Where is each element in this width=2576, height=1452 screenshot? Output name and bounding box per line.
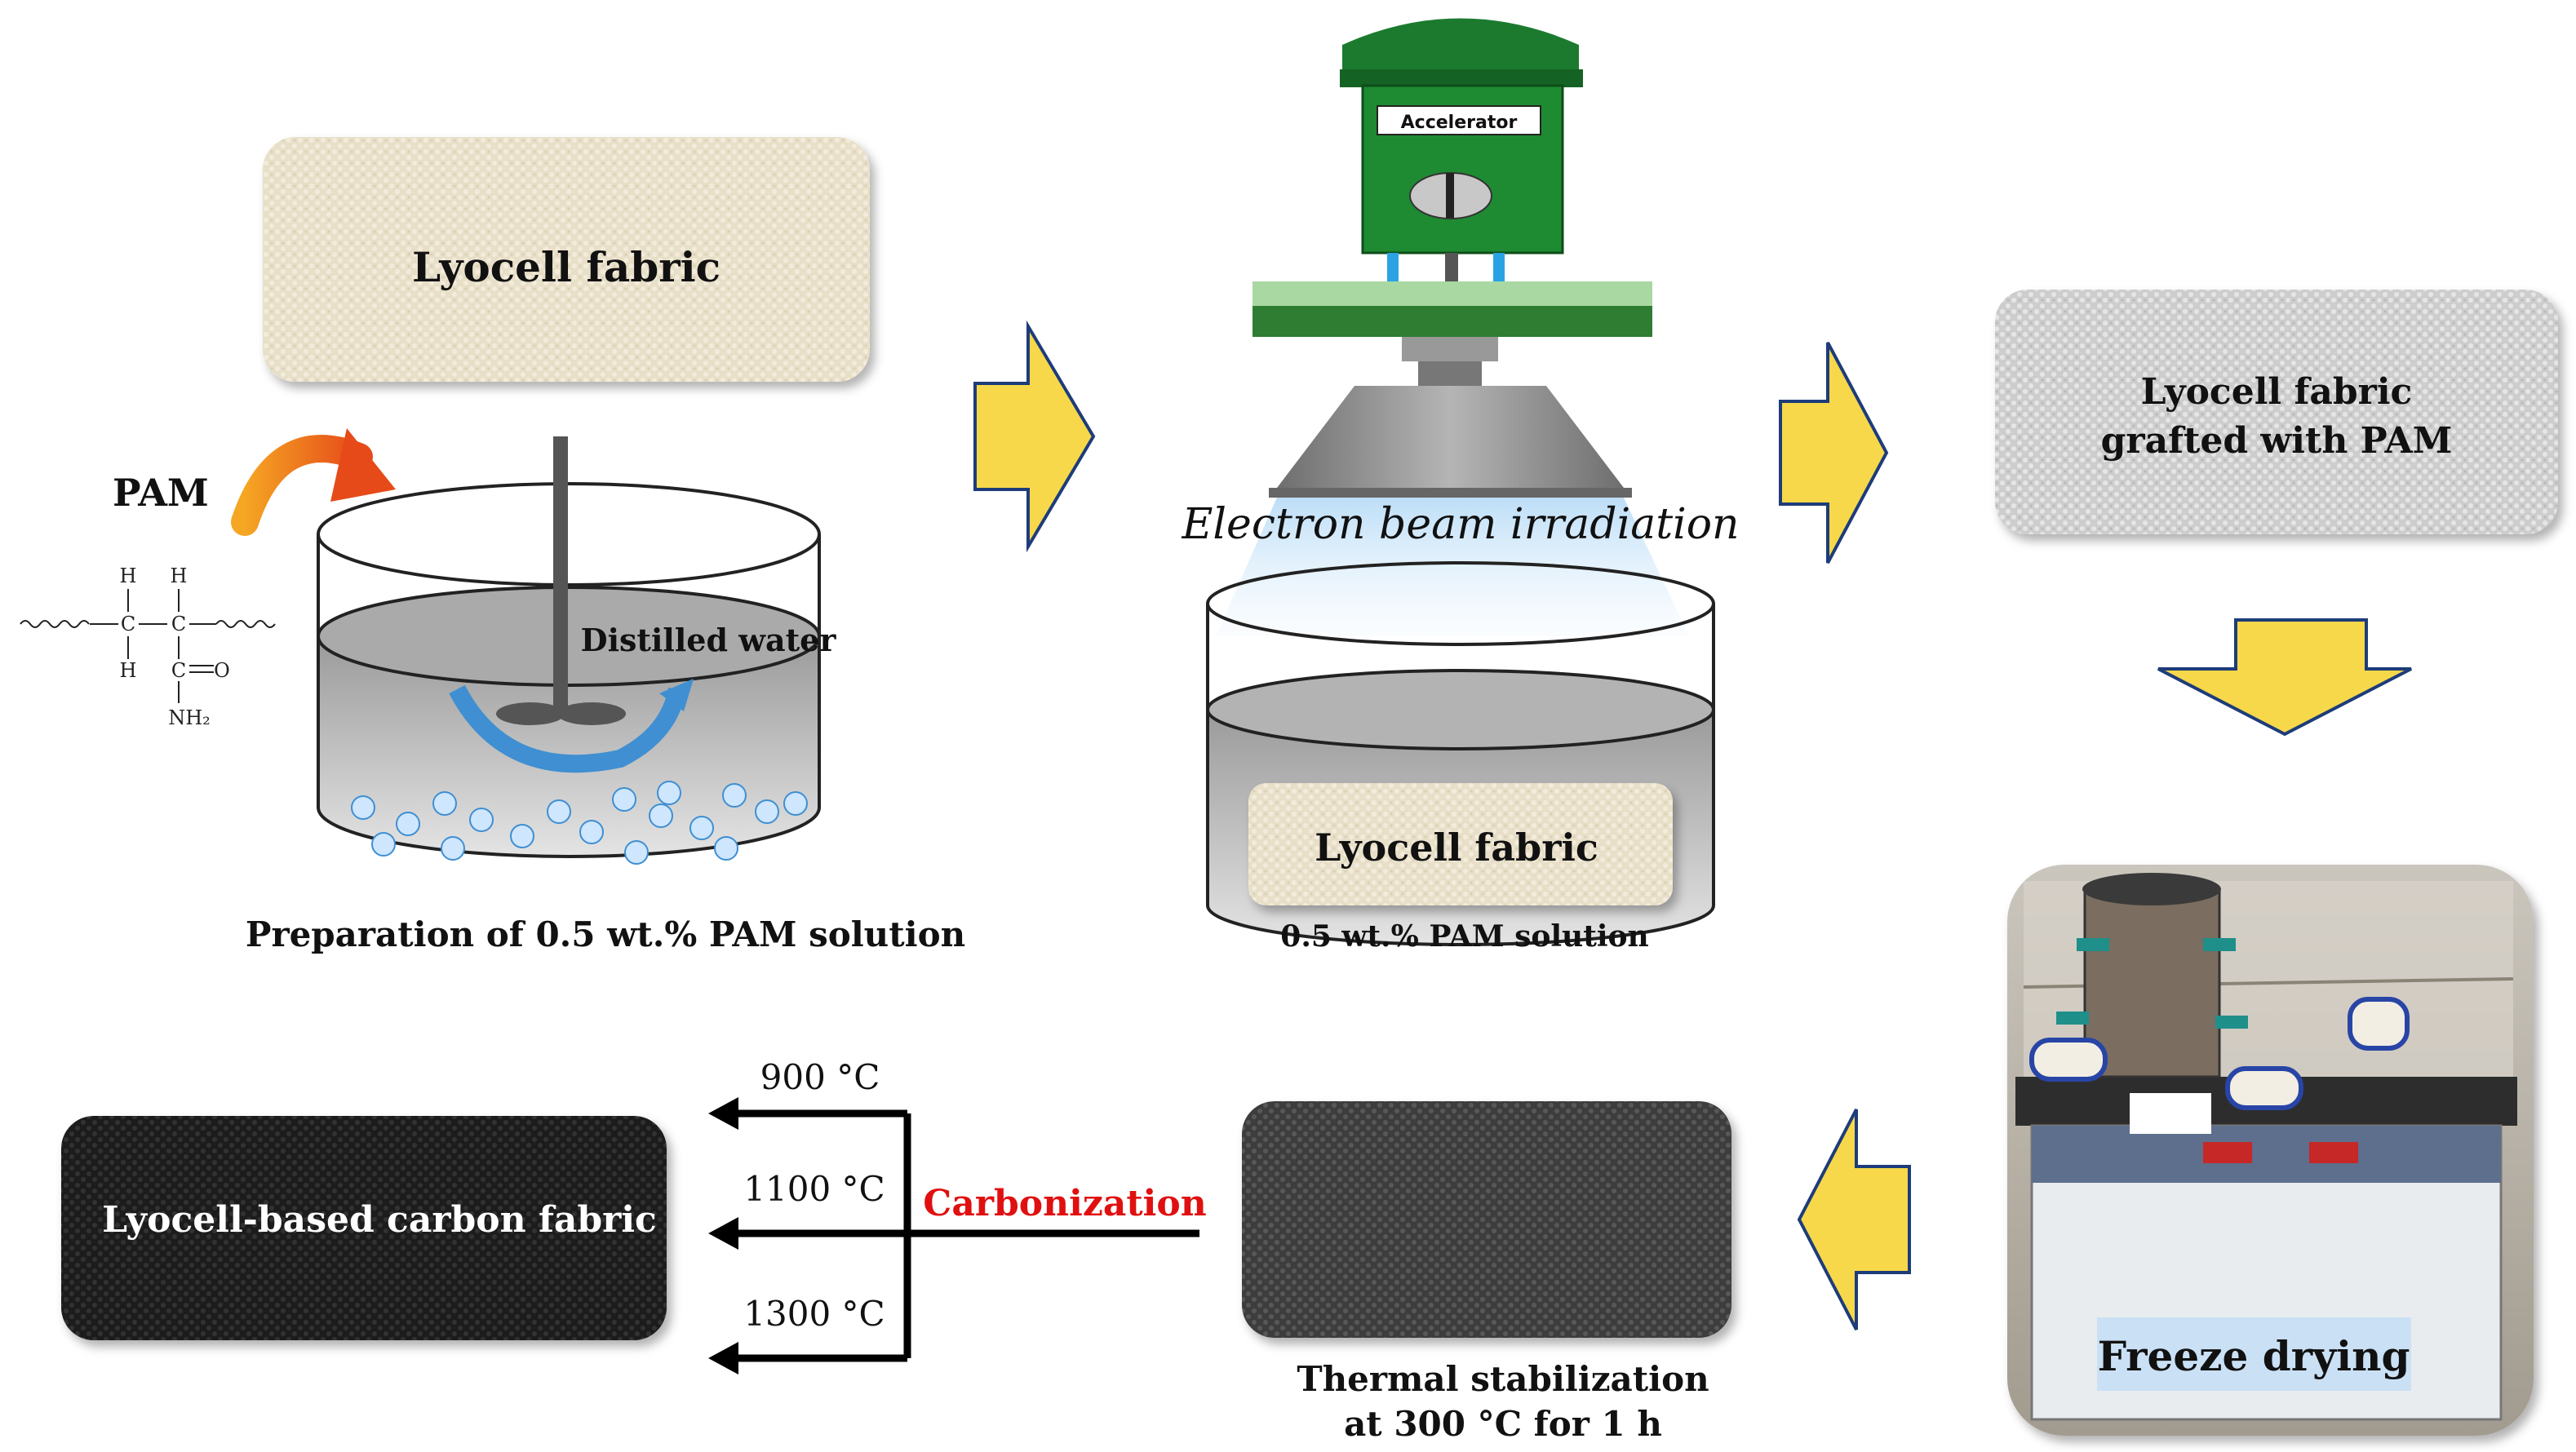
distilled-water-label: Distilled water bbox=[581, 622, 837, 658]
irradiation-beaker bbox=[1206, 561, 1715, 946]
carbon-fabric-label: Lyocell-based carbon fabric bbox=[102, 1199, 657, 1241]
curved-arrow-icon bbox=[231, 428, 396, 536]
step2-solution-label: 0.5 wt.% PAM solution bbox=[1280, 919, 1648, 954]
grafted-label-line1: Lyocell fabric bbox=[2141, 371, 2413, 413]
flow-arrow-right-1 bbox=[973, 320, 1096, 553]
thermal-caption-line1: Thermal stabilization bbox=[1297, 1359, 1709, 1399]
carbonization-label: Carbonization bbox=[923, 1183, 1206, 1224]
stabilized-fabric-card bbox=[1242, 1101, 1731, 1338]
pam-label: PAM bbox=[113, 471, 209, 515]
mixing-beaker bbox=[317, 436, 821, 865]
structure-c-left: C bbox=[121, 613, 135, 635]
flow-arrow-left bbox=[1797, 1109, 1911, 1330]
accelerator-machine bbox=[1216, 18, 1689, 636]
carbon-fabric-card bbox=[61, 1116, 667, 1340]
step1-caption: Preparation of 0.5 wt.% PAM solution bbox=[246, 914, 965, 954]
freeze-drying-label: Freeze drying bbox=[2098, 1332, 2410, 1380]
structure-h-top-left: H bbox=[120, 564, 137, 587]
flow-arrow-down bbox=[2157, 618, 2412, 737]
flow-arrow-right-2 bbox=[1779, 342, 1889, 564]
structure-h-bottom-left: H bbox=[120, 659, 137, 682]
thermal-caption-line2: at 300 °C for 1 h bbox=[1344, 1404, 1662, 1444]
step1-fabric-label: Lyocell fabric bbox=[412, 243, 720, 291]
accelerator-label: Accelerator bbox=[1401, 113, 1518, 133]
electron-beam-label: Electron beam irradiation bbox=[1181, 500, 1739, 549]
freeze-dryer-photo bbox=[2007, 865, 2534, 1436]
grafted-label-line2: grafted with PAM bbox=[2101, 420, 2453, 462]
step2-fabric-label: Lyocell fabric bbox=[1315, 826, 1598, 870]
structure-h-top-right: H bbox=[171, 564, 188, 587]
structure-o: O bbox=[214, 659, 230, 682]
temp-label-1300: 1300 °C bbox=[743, 1294, 885, 1334]
structure-nh2: NH₂ bbox=[168, 706, 211, 729]
carbonization-arrows bbox=[734, 1109, 1199, 1362]
step1-fabric-card bbox=[263, 137, 870, 382]
structure-c-carbonyl: C bbox=[171, 659, 186, 682]
pam-chemical-structure bbox=[20, 589, 276, 703]
temp-label-1100: 1100 °C bbox=[743, 1169, 885, 1209]
temp-label-900: 900 °C bbox=[760, 1057, 880, 1097]
temp-arrowheads bbox=[708, 1097, 738, 1375]
structure-c-right: C bbox=[171, 613, 186, 635]
grafted-fabric-card bbox=[1995, 290, 2558, 534]
